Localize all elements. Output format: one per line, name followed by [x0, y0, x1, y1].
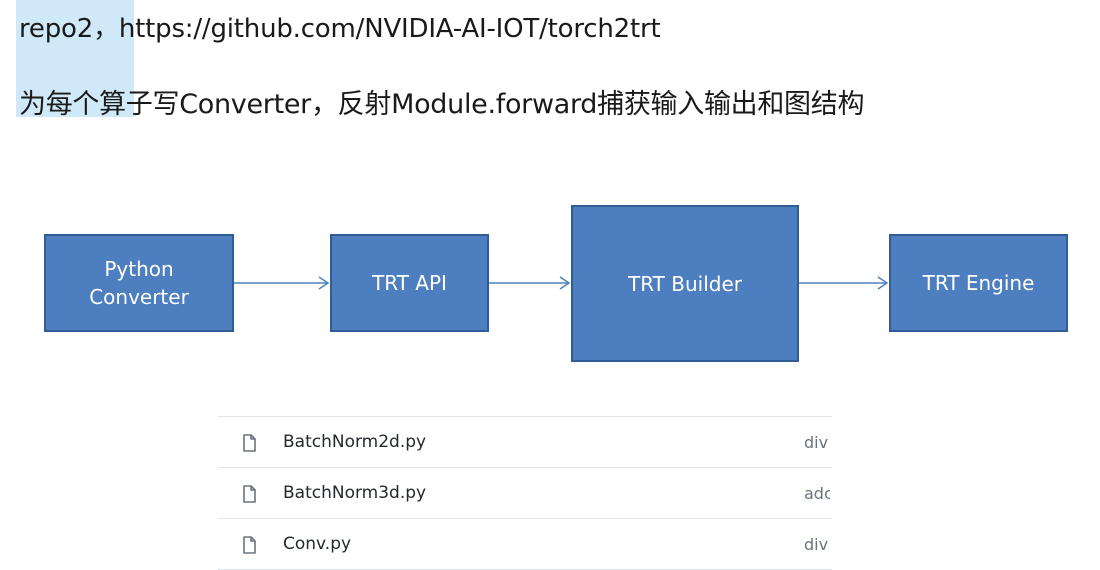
python-converter-box: Python Converter	[44, 234, 234, 332]
trt-builder-box: TRT Builder	[571, 205, 799, 362]
commit-message[interactable]: div	[804, 432, 829, 452]
file-icon	[243, 434, 256, 452]
trt-engine-box: TRT Engine	[889, 234, 1068, 332]
commit-message[interactable]: adc	[804, 483, 830, 503]
trt-engine-label: TRT Engine	[922, 271, 1035, 295]
file-row[interactable]: Conv.py div	[218, 519, 832, 570]
file-name-link[interactable]: Conv.py	[283, 534, 352, 554]
file-list: BatchNorm2d.py div BatchNorm3d.py adc Co…	[218, 416, 832, 570]
text-highlight	[16, 0, 134, 117]
trt-api-label: TRT API	[372, 271, 447, 295]
commit-message[interactable]: div	[804, 534, 829, 554]
python-converter-label: Python Converter	[89, 257, 189, 309]
description-line: 为每个算子写Converter，反射Module.forward捕获输入输出和图…	[19, 89, 865, 120]
file-icon	[243, 536, 256, 554]
trt-api-box: TRT API	[330, 234, 489, 332]
file-row[interactable]: BatchNorm2d.py div	[218, 417, 832, 468]
trt-builder-label: TRT Builder	[628, 271, 742, 296]
file-row[interactable]: BatchNorm3d.py adc	[218, 468, 832, 519]
file-icon	[243, 485, 256, 503]
repo-url-line: repo2，https://github.com/NVIDIA-AI-IOT/t…	[19, 14, 661, 44]
file-name-link[interactable]: BatchNorm3d.py	[283, 483, 427, 503]
file-name-link[interactable]: BatchNorm2d.py	[283, 432, 427, 452]
